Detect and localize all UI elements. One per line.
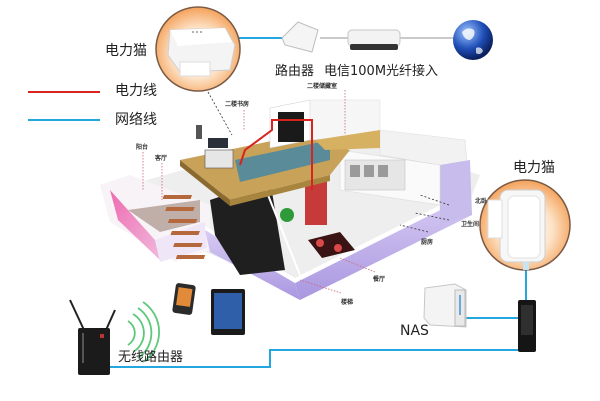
smartphone-icon	[172, 283, 196, 315]
router-label: 路由器	[275, 64, 315, 79]
network-line-legend-label: 网络线	[115, 112, 157, 128]
power-line-legend-label: 电力线	[115, 83, 157, 99]
internet-globe-icon	[453, 20, 493, 60]
room-label-storage-2f: 二楼储藏室	[307, 83, 338, 90]
fiber-modem-icon	[347, 29, 401, 50]
fiber-access-label: 电信100M光纤接入	[324, 64, 439, 79]
powerline-adapter-top-label: 电力猫	[105, 43, 147, 59]
wireless-router-label: 无线路由器	[118, 350, 184, 365]
house-illustration	[100, 99, 480, 300]
power-line-route	[239, 119, 313, 190]
powerline-adapter-top-icon	[155, 6, 241, 92]
network-lines	[110, 37, 527, 368]
router-icon	[281, 21, 319, 53]
wifi-signal-icon	[127, 301, 160, 363]
room-label-living-room: 客厅	[155, 155, 168, 162]
room-label-stairs: 楼梯	[341, 299, 354, 306]
powerline-adapter-right-label: 电力猫	[513, 160, 555, 176]
room-label-kitchen: 厨房	[421, 239, 434, 246]
power-line-legend-swatch	[28, 91, 100, 93]
wireless-router-icon	[69, 299, 116, 375]
room-label-bathroom: 卫生间	[461, 221, 480, 228]
room-label-balcony: 阳台	[136, 144, 149, 151]
leader-lines	[207, 91, 450, 233]
room-label-north-bedroom: 北卧	[475, 198, 488, 205]
nas-icon	[423, 283, 467, 328]
nas-label: NAS	[400, 323, 429, 339]
network-switch-icon	[518, 300, 536, 352]
tablet-icon	[211, 289, 245, 335]
room-label-study-2f: 二楼书房	[225, 101, 250, 108]
network-line-legend-swatch	[28, 119, 100, 121]
room-label-dining-room: 餐厅	[373, 276, 386, 283]
powerline-adapter-right-icon	[479, 179, 571, 271]
